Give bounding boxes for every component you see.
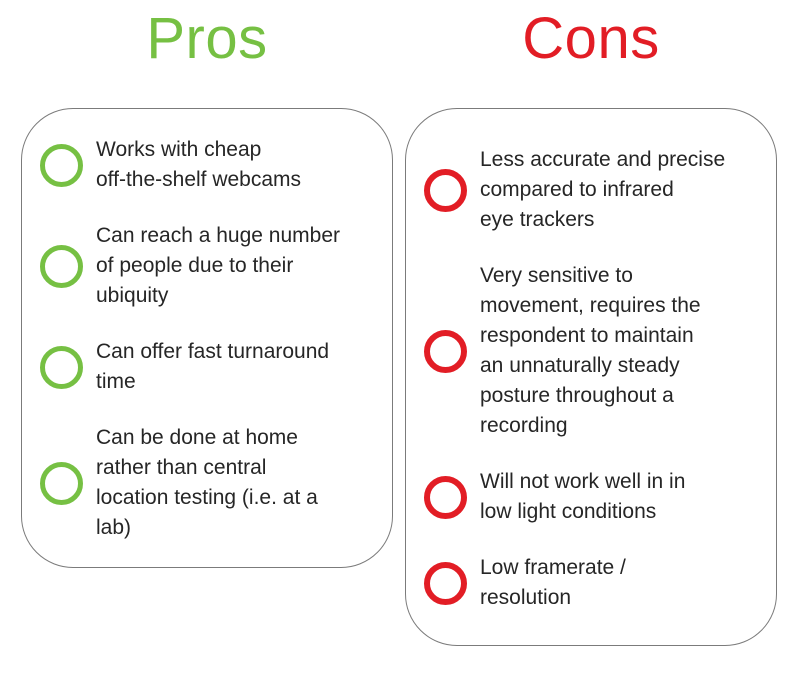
cons-list-item: Will not work well in in low light condi…: [424, 467, 770, 527]
green-circle-bullet-icon: [40, 143, 83, 187]
cons-item-label: Very sensitive to movement, requires the…: [480, 264, 701, 437]
pros-list-item: Can be done at home rather than central …: [40, 423, 386, 543]
red-circle-bullet-icon: [424, 561, 467, 605]
pros-list-item: Works with cheap off-the-shelf webcams: [40, 135, 386, 195]
cons-title: Cons: [522, 6, 660, 71]
green-circle-bullet-icon: [40, 461, 83, 505]
pros-list-item: Can offer fast turnaround time: [40, 337, 386, 397]
cons-list-item: Very sensitive to movement, requires the…: [424, 261, 770, 441]
pros-title: Pros: [146, 6, 268, 71]
pros-item-label: Can offer fast turnaround time: [96, 340, 330, 393]
pros-item-label: Can reach a huge number of people due to…: [96, 224, 340, 307]
cons-panel: Less accurate and precise compared to in…: [405, 108, 777, 646]
pros-item-label: Can be done at home rather than central …: [96, 426, 318, 539]
red-circle-bullet-icon: [424, 475, 467, 519]
cons-item-label: Low framerate / resolution: [480, 556, 626, 609]
cons-item-label: Less accurate and precise compared to in…: [480, 148, 726, 231]
pros-list-item: Can reach a huge number of people due to…: [40, 221, 386, 311]
cons-item-label: Will not work well in in low light condi…: [480, 470, 686, 523]
green-circle-bullet-icon: [40, 345, 83, 389]
pros-panel: Works with cheap off-the-shelf webcams C…: [21, 108, 393, 568]
red-circle-bullet-icon: [424, 168, 467, 212]
cons-list-item: Low framerate / resolution: [424, 553, 770, 613]
cons-list-item: Less accurate and precise compared to in…: [424, 145, 770, 235]
green-circle-bullet-icon: [40, 244, 83, 288]
pros-item-label: Works with cheap off-the-shelf webcams: [96, 138, 302, 191]
red-circle-bullet-icon: [424, 329, 467, 373]
